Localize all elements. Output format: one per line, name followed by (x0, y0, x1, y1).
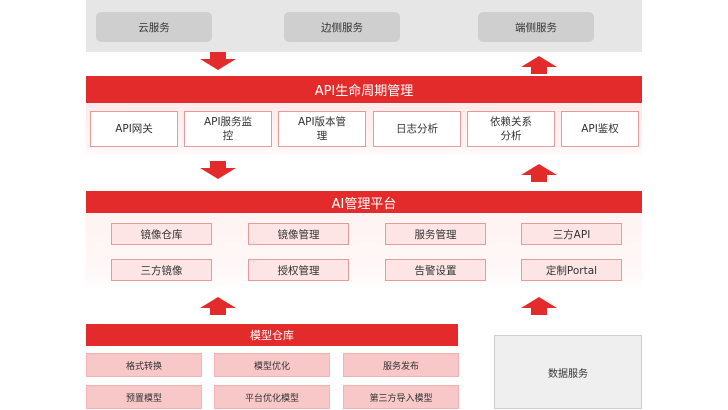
model-repo-title: 模型仓库 (86, 324, 458, 346)
edge-service[interactable]: 边侧服务 (284, 12, 400, 42)
dependency-analysis-box[interactable]: 依赖关系 分析 (467, 111, 555, 147)
api-auth-box[interactable]: API鉴权 (561, 111, 639, 147)
model-optimize-box[interactable]: 模型优化 (214, 353, 330, 377)
device-service[interactable]: 端侧服务 (478, 12, 594, 42)
api-lifecycle-title: API生命周期管理 (86, 76, 642, 103)
arrow-down-icon (200, 52, 236, 70)
cloud-service[interactable]: 云服务 (96, 12, 212, 42)
image-manage-box[interactable]: 镜像管理 (248, 223, 349, 245)
api-monitor-box[interactable]: API服务监 控 (184, 111, 272, 147)
data-service-box[interactable]: 数据服务 (494, 335, 642, 409)
third-party-import-model-box[interactable]: 第三方导入模型 (343, 385, 459, 409)
api-gateway-box[interactable]: API网关 (90, 111, 178, 147)
arrow-up-icon (521, 164, 557, 182)
api-version-box[interactable]: API版本管 理 (278, 111, 366, 147)
third-party-image-box[interactable]: 三方镜像 (111, 259, 212, 281)
service-manage-box[interactable]: 服务管理 (385, 223, 486, 245)
alert-settings-box[interactable]: 告警设置 (385, 259, 486, 281)
service-publish-box[interactable]: 服务发布 (343, 353, 459, 377)
arrow-up-icon (521, 297, 557, 315)
ai-platform-title: AI管理平台 (86, 191, 642, 213)
auth-manage-box[interactable]: 授权管理 (248, 259, 349, 281)
arrow-down-icon (200, 161, 236, 179)
custom-portal-box[interactable]: 定制Portal (521, 259, 622, 281)
format-convert-box[interactable]: 格式转换 (86, 353, 202, 377)
log-analysis-box[interactable]: 日志分析 (373, 111, 461, 147)
preset-model-box[interactable]: 预置模型 (86, 385, 202, 409)
image-repo-box[interactable]: 镜像仓库 (111, 223, 212, 245)
third-party-api-box[interactable]: 三方API (521, 223, 622, 245)
arrow-up-icon (200, 297, 236, 315)
platform-optimized-model-box[interactable]: 平台优化模型 (214, 385, 330, 409)
arrow-up-icon (521, 56, 557, 74)
